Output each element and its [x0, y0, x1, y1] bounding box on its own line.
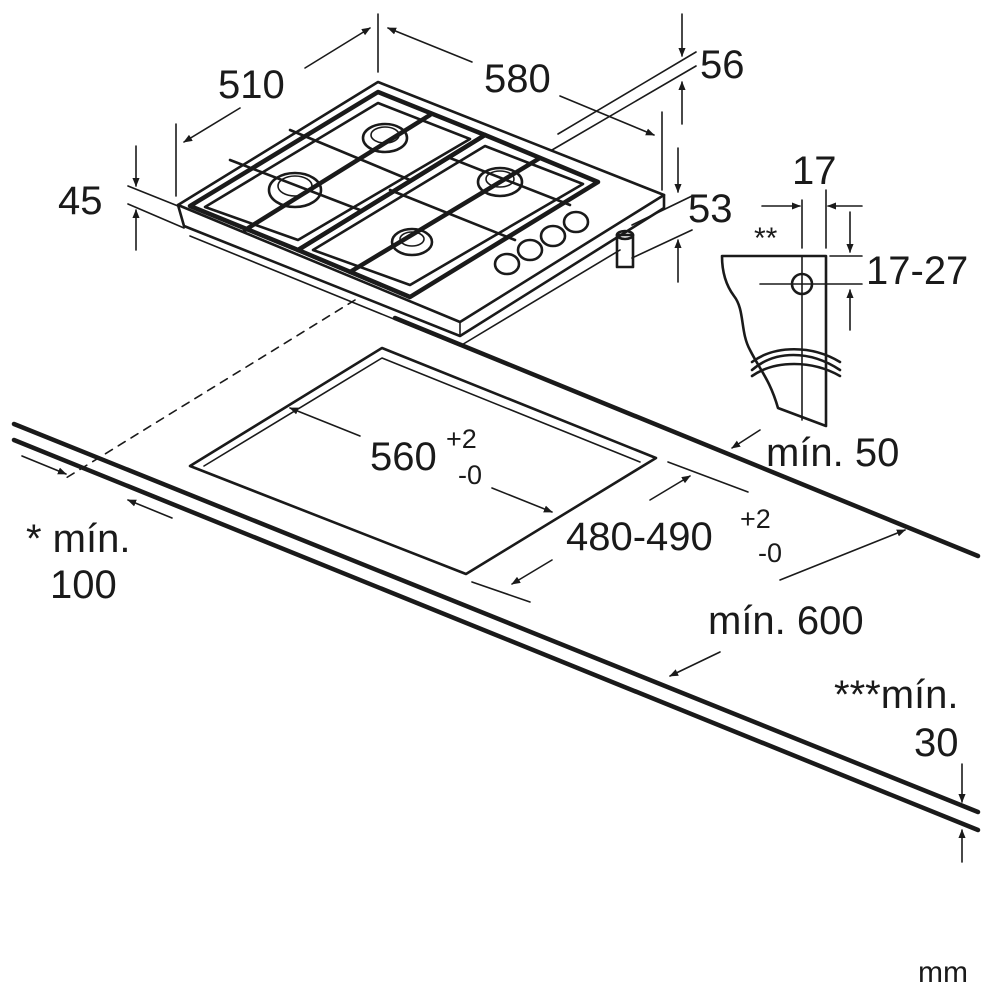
label-560-group: 560 +2 -0	[370, 424, 482, 490]
countertop	[11, 299, 981, 833]
burner-front-right	[390, 227, 434, 257]
label-560: 560	[370, 435, 437, 479]
label-480-490: 480-490	[566, 515, 713, 559]
label-560-tol-plus: +2	[446, 424, 477, 454]
label-53: 53	[688, 187, 733, 231]
gas-hob	[176, 80, 666, 347]
label-double-asterisk: **	[754, 222, 778, 255]
label-510: 510	[218, 63, 285, 107]
burner-front-left	[267, 171, 323, 209]
label-56: 56	[700, 43, 745, 87]
label-17-27: 17-27	[866, 249, 968, 293]
unit-label: mm	[918, 956, 968, 989]
label-min-100-line2: 100	[50, 563, 117, 607]
dimension-labels: 510 580 56 45 53 17 ** 17-27 mín. 50 560…	[26, 43, 968, 989]
label-45: 45	[58, 179, 103, 223]
label-480-490-group: 480-490 +2 -0	[566, 504, 782, 568]
burner-back-right	[476, 166, 524, 198]
dimension-lines	[21, 13, 966, 863]
label-min-30-line2: 30	[914, 721, 959, 765]
cutout-opening	[188, 346, 658, 576]
label-17: 17	[792, 149, 837, 193]
gas-connector	[615, 229, 635, 269]
pan-supports	[187, 89, 601, 300]
label-580: 580	[484, 57, 551, 101]
label-min-50: mín. 50	[766, 431, 899, 475]
control-knobs	[493, 210, 590, 276]
side-section-detail	[720, 254, 842, 428]
label-min-600: mín. 600	[708, 599, 864, 643]
label-560-tol-minus: -0	[458, 460, 482, 490]
label-480-490-tol-plus: +2	[740, 504, 771, 534]
burner-back-left	[361, 122, 409, 154]
burners	[267, 122, 524, 257]
label-min-100-line1: * mín.	[26, 517, 130, 561]
label-min-30-line1: ***mín.	[834, 673, 959, 717]
label-480-490-tol-minus: -0	[758, 538, 782, 568]
